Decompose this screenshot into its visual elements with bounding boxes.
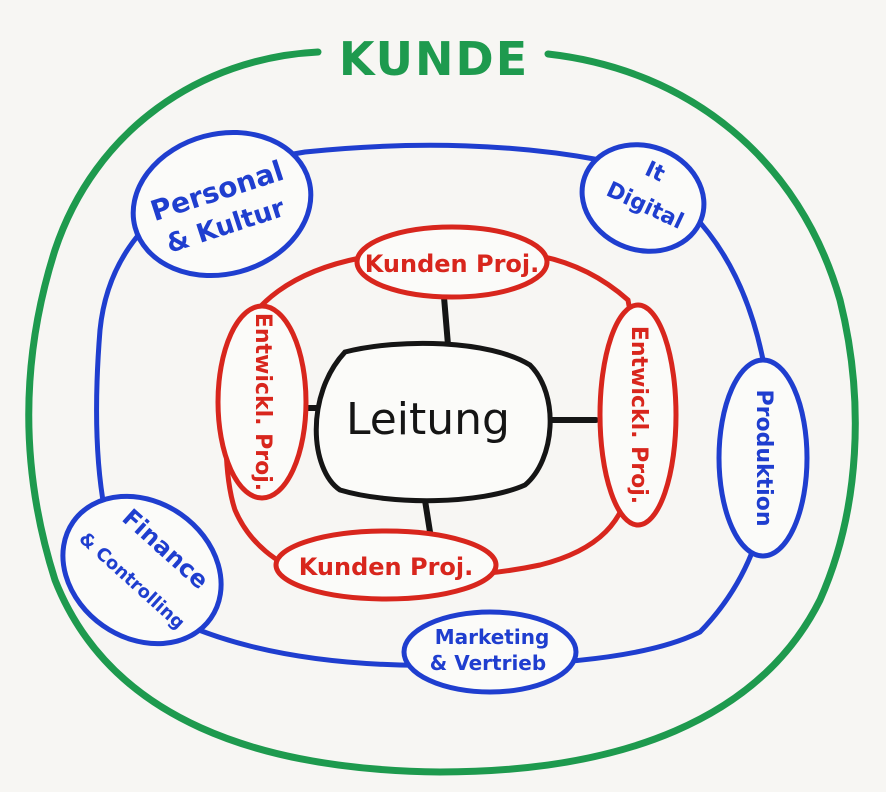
department-node-it-shape	[579, 142, 707, 254]
diagram-title: KUNDE	[339, 32, 529, 86]
department-node-marketing: Marketing & Vertrieb	[401, 609, 579, 695]
department-node-marketing-shape	[401, 609, 579, 695]
department-node-produktion: Produktion	[716, 357, 810, 559]
connector-top	[441, 294, 451, 348]
project-node-right: Entwickl. Proj.	[597, 302, 679, 528]
project-node-top: Kunden Proj.	[354, 224, 550, 300]
project-node-left-label: Entwickl. Proj.	[250, 313, 275, 491]
department-node-finance-shape	[60, 493, 224, 647]
department-node-produktion-label: Produktion	[751, 390, 776, 527]
department-node-personal: Personal & Kultur	[130, 129, 314, 279]
project-node-bottom-label: Kunden Proj.	[299, 553, 474, 581]
project-node-bottom-shape	[273, 528, 499, 602]
center-node-label: Leitung	[346, 394, 510, 445]
project-node-right-shape	[597, 302, 679, 528]
project-node-bottom: Kunden Proj.	[273, 528, 499, 602]
project-node-top-label: Kunden Proj.	[365, 250, 540, 278]
customer-boundary	[25, 48, 859, 776]
center-node-shape	[313, 340, 553, 504]
department-node-personal-shape	[130, 129, 314, 279]
project-node-right-label: Entwickl. Proj.	[626, 326, 651, 504]
project-node-left-shape	[215, 303, 309, 501]
project-node-left: Entwickl. Proj.	[215, 303, 309, 501]
department-node-finance: Finance & Controlling	[60, 493, 224, 647]
project-node-top-shape	[354, 224, 550, 300]
center-node-leitung: Leitung	[313, 340, 553, 504]
department-node-it: It Digital	[579, 142, 707, 254]
department-node-marketing-line2: & Vertrieb	[430, 651, 546, 675]
department-node-produktion-shape	[716, 357, 810, 559]
department-node-marketing-line1: Marketing	[435, 625, 550, 649]
